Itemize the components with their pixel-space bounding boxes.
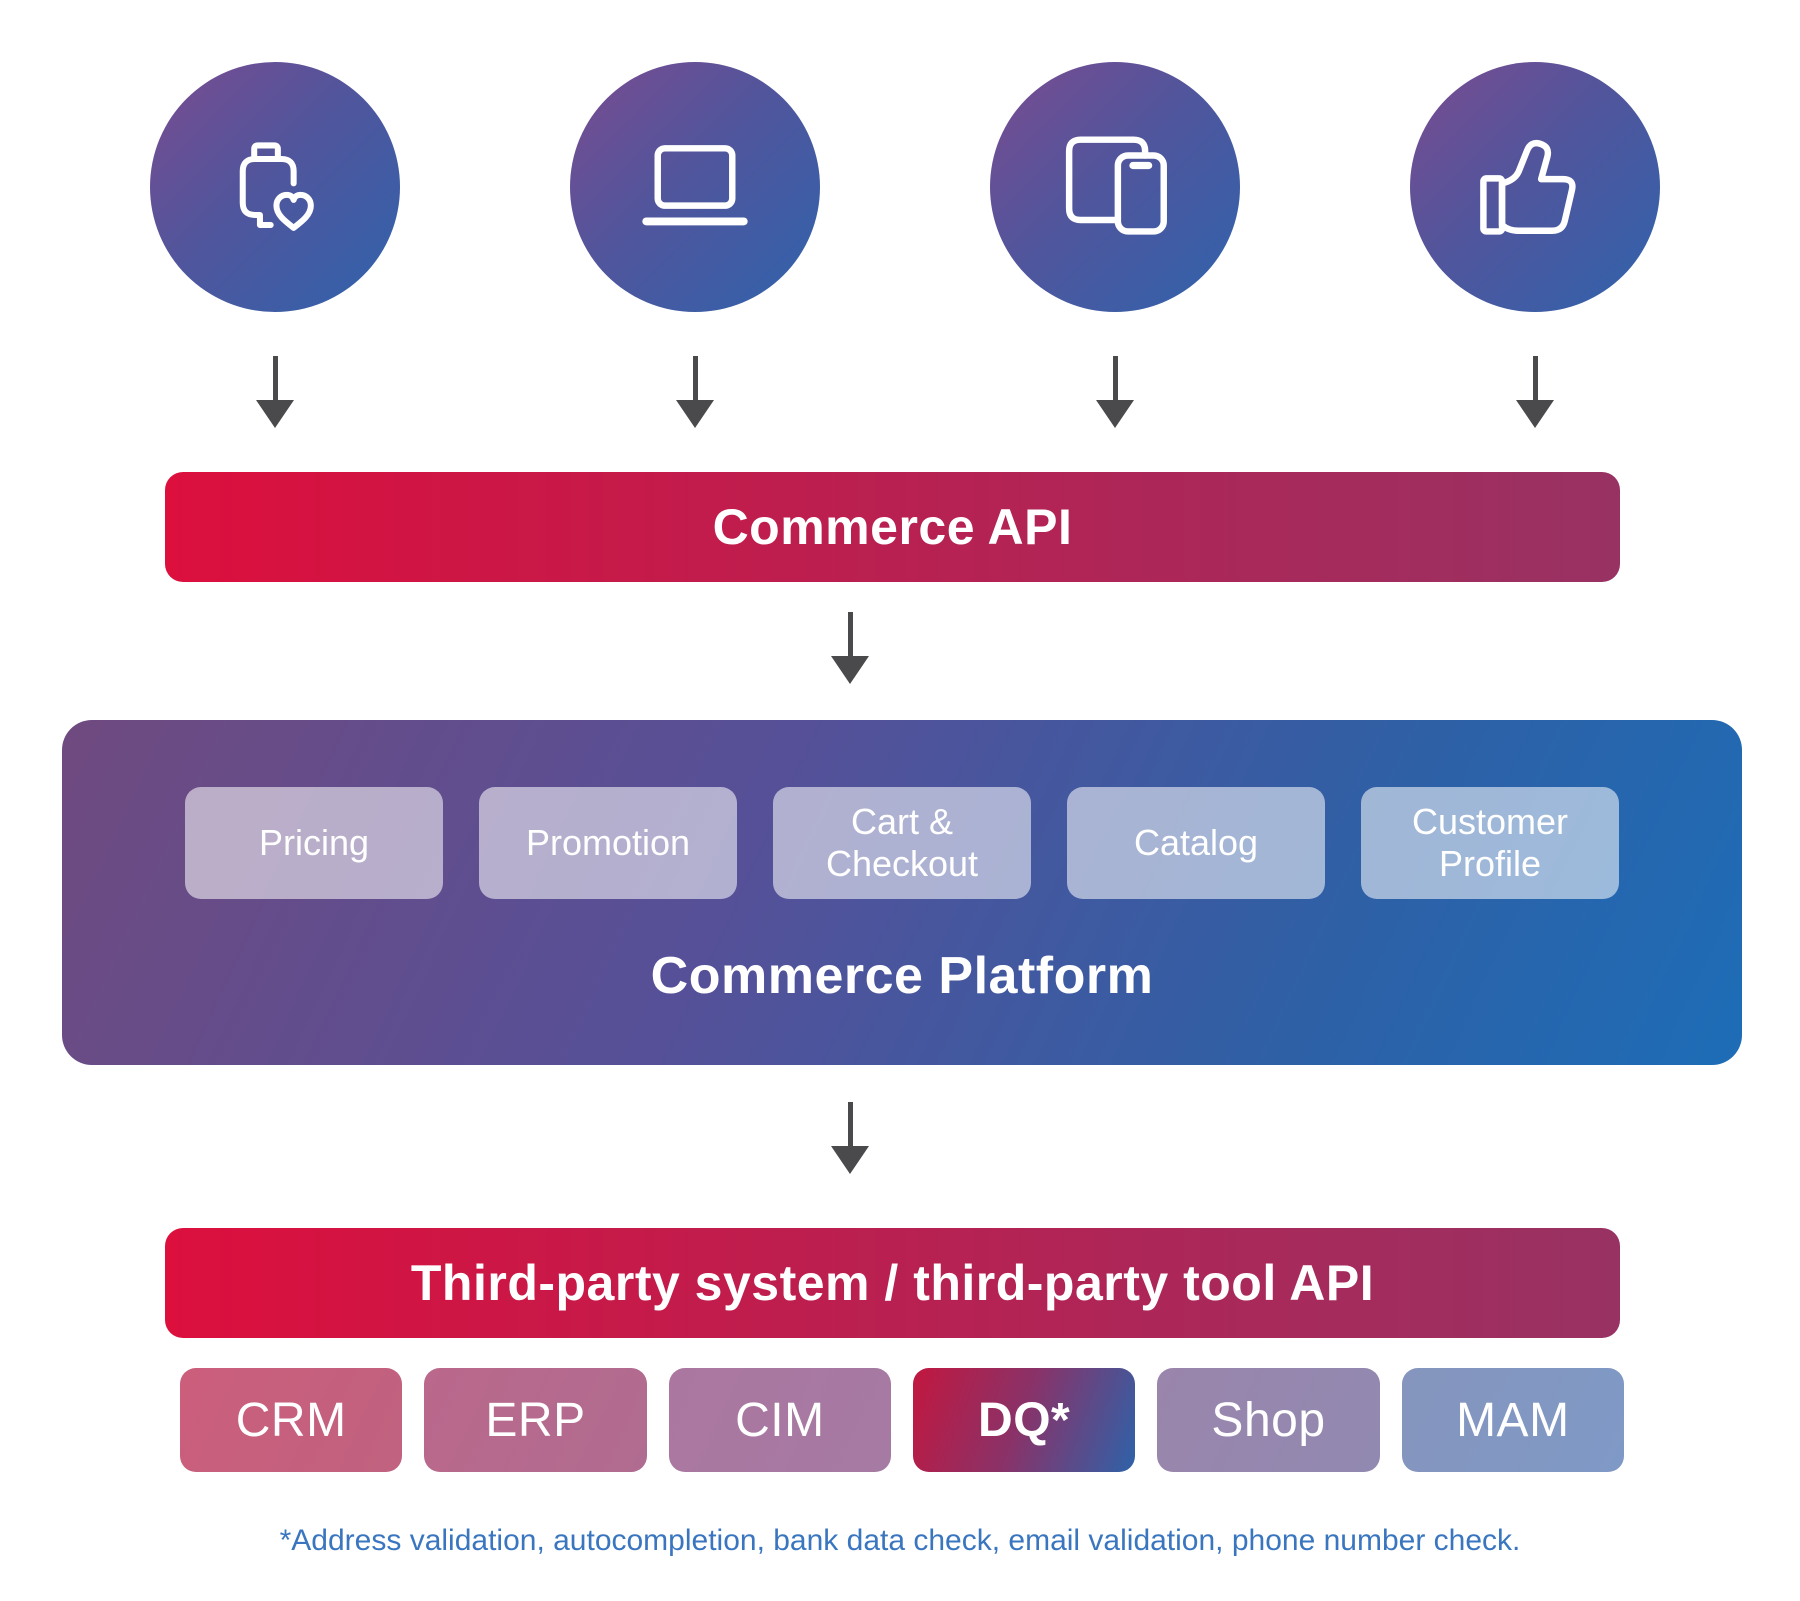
down-arrow (256, 356, 294, 428)
down-arrow (1096, 356, 1134, 428)
channel-circle-social (1410, 62, 1660, 312)
channel-circle-smartwatch (150, 62, 400, 312)
tool-label: DQ* (978, 1393, 1071, 1447)
channel-circle-laptop (570, 62, 820, 312)
down-arrow (676, 356, 714, 428)
third-party-api-bar: Third-party system / third-party tool AP… (165, 1228, 1620, 1338)
module-pricing: Pricing (185, 787, 443, 899)
tool-dq: DQ* (912, 1368, 1136, 1472)
tool-shop: Shop (1157, 1368, 1380, 1472)
tablet-phone-icon (1065, 136, 1167, 235)
commerce-platform-box: Pricing Promotion Cart & Checkout Catalo… (62, 720, 1742, 1065)
thumbs-up-icon (1480, 139, 1576, 235)
footnote: *Address validation, autocompletion, ban… (279, 1524, 1521, 1557)
module-catalog: Catalog (1067, 787, 1325, 899)
tool-mam: MAM (1401, 1368, 1624, 1472)
platform-title: Commerce Platform (650, 947, 1154, 1005)
commerce-api-label: Commerce API (712, 499, 1073, 555)
commerce-api-bar: Commerce API (165, 472, 1620, 582)
smartwatch-heart-icon (239, 142, 314, 231)
tool-erp: ERP (424, 1368, 647, 1472)
module-customer-profile: Customer Profile (1361, 787, 1619, 899)
laptop-icon (642, 145, 748, 226)
platform-modules-row: Pricing Promotion Cart & Checkout Catalo… (185, 787, 1619, 899)
channel-circle-devices (990, 62, 1240, 312)
module-label: Catalog (1133, 821, 1259, 863)
module-label: Customer Profile (1411, 800, 1569, 884)
tool-cim: CIM (668, 1368, 891, 1472)
down-arrow (1516, 356, 1554, 428)
tool-label: CIM (735, 1393, 825, 1447)
module-cart-checkout: Cart & Checkout (773, 787, 1031, 899)
down-arrow (831, 612, 869, 684)
tool-label: CRM (235, 1393, 347, 1447)
tool-label: MAM (1456, 1393, 1570, 1447)
module-label: Cart & Checkout (825, 800, 979, 884)
tool-label: ERP (485, 1393, 586, 1447)
third-party-api-label: Third-party system / third-party tool AP… (410, 1255, 1375, 1311)
module-label: Promotion (525, 821, 691, 863)
down-arrow (831, 1102, 869, 1174)
third-party-tools-row: CRM ERP CIM DQ* Shop MAM (180, 1368, 1624, 1472)
module-label: Pricing (258, 821, 370, 863)
tool-label: Shop (1211, 1393, 1326, 1447)
module-promotion: Promotion (479, 787, 737, 899)
tool-crm: CRM (180, 1368, 403, 1472)
